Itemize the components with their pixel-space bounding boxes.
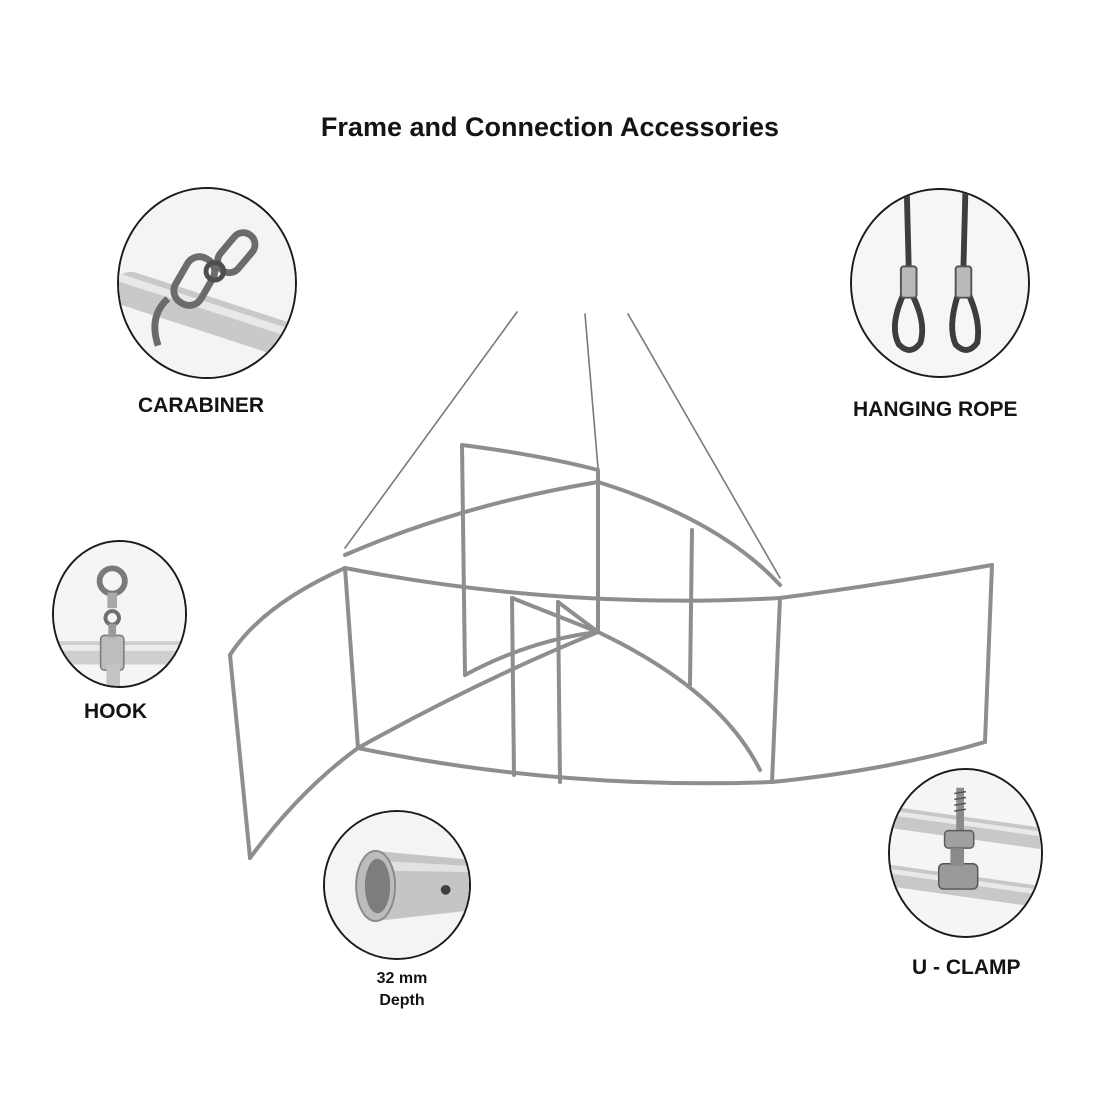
hanging-rope-icon xyxy=(852,190,1028,376)
top-arc-right xyxy=(596,480,782,587)
tube-end-detail-circle xyxy=(323,810,471,960)
u-clamp-label: U - CLAMP xyxy=(912,956,1021,979)
hook-detail-circle xyxy=(52,540,187,688)
page-title: Frame and Connection Accessories xyxy=(320,112,780,142)
tube-depth-caption: Depth xyxy=(379,992,425,1009)
hanging-rope-detail-circle xyxy=(850,188,1030,378)
carabiner-icon xyxy=(119,189,295,377)
hook-label: HOOK xyxy=(84,700,147,723)
eye-hook-icon xyxy=(54,542,185,686)
u-clamp-icon xyxy=(890,770,1041,936)
u-clamp-detail-circle xyxy=(888,768,1043,938)
carabiner-label: CARABINER xyxy=(138,394,264,417)
tube-end-icon xyxy=(325,812,469,958)
suspension-wires xyxy=(344,311,781,579)
hanging-rope-label: HANGING ROPE xyxy=(853,398,1018,421)
tube-depth-value: 32 mm xyxy=(376,970,428,987)
top-arc-left xyxy=(343,480,600,557)
carabiner-detail-circle xyxy=(117,187,297,379)
tube-depth-label: 32 mm Depth xyxy=(352,968,452,1012)
top-front-rail xyxy=(343,563,994,603)
